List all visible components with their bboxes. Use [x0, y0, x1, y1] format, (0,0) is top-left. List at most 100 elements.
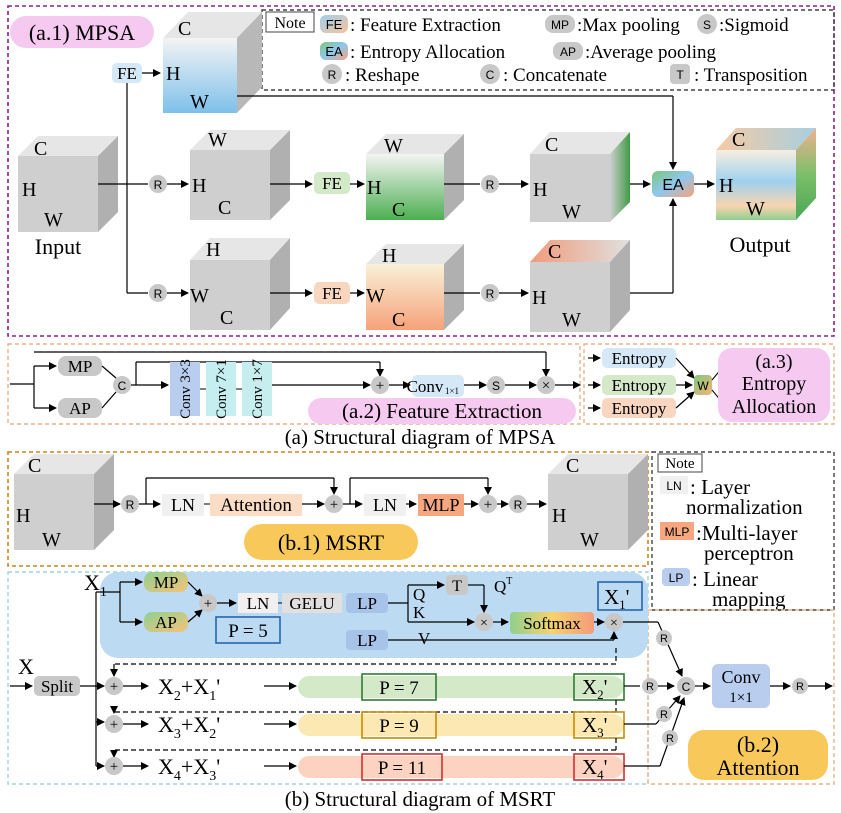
c-tag: C: [486, 68, 495, 82]
note-t-text: : Transposition: [694, 65, 808, 86]
svg-text:W: W: [746, 198, 765, 220]
ea-box: EA: [662, 177, 684, 194]
mid-cube-3: C H W: [530, 132, 630, 223]
svg-text:H: H: [206, 239, 220, 261]
msrt-attention-box: Attention: [220, 495, 292, 516]
svg-text:H: H: [552, 505, 566, 527]
svg-text:mapping: mapping: [712, 587, 786, 611]
entropy-3: Entropy: [612, 399, 667, 418]
svg-text:Note: Note: [665, 456, 695, 472]
conv-1x7: Conv 1×7: [250, 359, 266, 419]
svg-text:W: W: [562, 201, 581, 223]
note-mp-text: :Max pooling: [577, 15, 680, 36]
svg-text:C: C: [545, 134, 558, 156]
svg-text:C: C: [218, 197, 231, 219]
note-fe-text: : Feature Extraction: [350, 15, 501, 36]
msrt-plus-2: +: [484, 497, 492, 513]
svg-text:: Linear: : Linear: [692, 567, 758, 591]
note-c-text: : Concatenate: [503, 65, 607, 86]
ea-label-1: (a.3): [755, 351, 792, 373]
reshape-mid1: R: [154, 178, 163, 192]
svg-text:W: W: [580, 529, 599, 551]
ea-tag: EA: [325, 44, 343, 59]
attention-blue-panel: [100, 572, 648, 658]
input-label: Input: [35, 234, 81, 259]
mpsa-title: (a.1) MPSA: [29, 20, 135, 45]
svg-text:R: R: [646, 681, 654, 693]
mpsa-border: [7, 5, 835, 337]
fe-box-low: FE: [322, 284, 342, 303]
svg-text:: Layer: : Layer: [690, 475, 750, 499]
fe-section-label: (a.2) Feature Extraction: [342, 399, 542, 423]
lp-box-1: LP: [357, 594, 377, 613]
svg-text:H: H: [367, 177, 381, 199]
reshape-mid2: R: [486, 178, 495, 192]
x-input-label: X: [18, 654, 34, 679]
ea-section: Entropy Entropy Entropy W (a.3) Entropy …: [583, 343, 835, 425]
svg-text:H: H: [719, 175, 733, 197]
low-cube-2: H W C: [366, 244, 464, 331]
mpsa-section: (a.1) MPSA Note FE : Feature Extraction …: [7, 5, 835, 337]
conv-1x1-fe-sub: 1×1: [445, 386, 459, 396]
conv-3x3: Conv 3×3: [178, 359, 194, 419]
fe-box-top: FE: [117, 64, 137, 83]
entropy-2: Entropy: [612, 376, 667, 395]
svg-text:W: W: [366, 285, 385, 307]
fe-times: ×: [542, 378, 550, 394]
attention-row-3: + X3+X2' P = 9 X3' R: [105, 695, 681, 758]
attention-row-2: + X2+X1' P = 7 X2' R: [105, 673, 675, 714]
svg-text:W: W: [208, 129, 227, 151]
att-conv-box: Conv: [721, 667, 760, 687]
att-plus-top: +: [204, 596, 212, 612]
q-label: Q: [413, 585, 425, 604]
softmax-box: Softmax: [523, 614, 581, 633]
svg-text:C: C: [732, 129, 745, 151]
msrt-cube-left: C H W: [14, 454, 114, 551]
svg-text:+: +: [110, 679, 118, 695]
att-ap-box: AP: [155, 613, 177, 632]
note-s-text: :Sigmoid: [719, 15, 789, 36]
split-box: Split: [41, 677, 73, 696]
mp-tag: MP: [551, 18, 569, 32]
svg-text:H: H: [382, 245, 396, 267]
svg-text:normalization: normalization: [686, 495, 803, 519]
lp-box-2: LP: [357, 631, 377, 650]
svg-text:X4+X3': X4+X3': [158, 754, 220, 784]
svg-text:R: R: [660, 709, 668, 721]
svg-text:W: W: [42, 529, 61, 551]
output-label: Output: [729, 232, 790, 257]
fe-cube-top: C H W: [163, 12, 262, 113]
att-ln-box: LN: [247, 594, 270, 613]
caption-b: (b) Structural diagram of MSRT: [285, 787, 556, 811]
msrt-cube-right: C H W: [548, 454, 648, 551]
svg-text:H: H: [16, 505, 30, 527]
msrt-ln-2: LN: [373, 495, 397, 515]
svg-text:C: C: [178, 18, 191, 40]
svg-text::Multi-layer: :Multi-layer: [696, 521, 797, 545]
att-times-1: ×: [480, 616, 488, 631]
fe-tag: FE: [326, 17, 343, 32]
svg-text:LN: LN: [666, 479, 681, 493]
svg-text:C: C: [392, 309, 405, 331]
svg-text:W: W: [44, 209, 63, 231]
msrt-section-label: (b.1) MSRT: [278, 530, 385, 555]
att-concat: C: [682, 680, 691, 694]
p9-box: P = 9: [379, 716, 419, 737]
note-legend-msrt: Note LN : Layer normalization MLP :Multi…: [651, 451, 835, 611]
s-tag: S: [703, 18, 711, 32]
low-cube-1: H W C: [190, 238, 290, 330]
attention-row-4: + X4+X3' P = 11 X4' R: [105, 697, 686, 784]
att-times-2: ×: [610, 616, 618, 631]
r-tag: R: [328, 68, 337, 82]
svg-text:C: C: [220, 307, 233, 329]
low-cube-3: C H W: [530, 240, 630, 332]
ea-border: [583, 343, 835, 425]
note-legend-top: Note FE : Feature Extraction MP :Max poo…: [261, 9, 835, 91]
attention-border-right: [647, 609, 835, 785]
svg-text:C: C: [28, 455, 41, 477]
fe-box-mid: FE: [322, 174, 342, 193]
x2-prime-box: X2': [582, 675, 607, 702]
svg-text:+: +: [110, 717, 118, 733]
svg-text:W: W: [384, 135, 403, 157]
